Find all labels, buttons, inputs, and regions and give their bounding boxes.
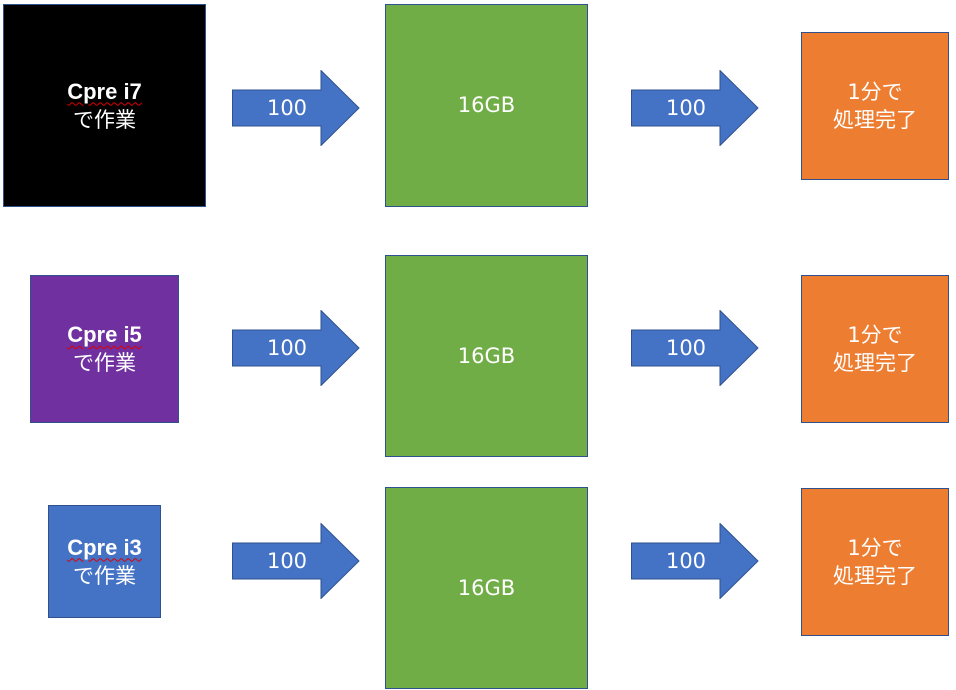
result-line-1: 1分で <box>847 80 903 104</box>
arrow-value: 100 <box>266 336 308 360</box>
result-line-1: 1分で <box>847 536 903 560</box>
right-arrow-icon <box>631 70 759 146</box>
memory-box: 16GB <box>385 487 588 689</box>
arrow-value: 100 <box>665 96 707 120</box>
arrow-cpu-to-memory: 100 <box>232 310 360 386</box>
right-arrow-icon <box>232 70 360 146</box>
result-box: 1分で 処理完了 <box>801 275 949 423</box>
cpu-box-i3: Cpre i3 で作業 <box>48 505 161 618</box>
result-line-1: 1分で <box>847 323 903 347</box>
memory-label: 16GB <box>457 344 516 368</box>
arrow-value: 100 <box>665 336 707 360</box>
right-arrow-icon <box>631 523 759 599</box>
cpu-box-i7: Cpre i7 で作業 <box>3 4 206 207</box>
result-line-2: 処理完了 <box>833 351 917 375</box>
result-line-2: 処理完了 <box>833 564 917 588</box>
arrow-value: 100 <box>266 549 308 573</box>
memory-label: 16GB <box>457 576 516 600</box>
cpu-name: Cpre i5 <box>67 322 142 347</box>
memory-box: 16GB <box>385 255 588 457</box>
right-arrow-icon <box>232 523 360 599</box>
cpu-subtitle: で作業 <box>73 107 136 132</box>
arrow-cpu-to-memory: 100 <box>232 523 360 599</box>
arrow-memory-to-result: 100 <box>631 70 759 146</box>
memory-box: 16GB <box>385 4 588 207</box>
result-box: 1分で 処理完了 <box>801 32 949 180</box>
memory-label: 16GB <box>457 92 516 117</box>
cpu-subtitle: で作業 <box>73 351 136 375</box>
right-arrow-icon <box>631 310 759 386</box>
result-box: 1分で 処理完了 <box>801 488 949 636</box>
result-line-2: 処理完了 <box>833 108 917 132</box>
arrow-memory-to-result: 100 <box>631 310 759 386</box>
cpu-box-i5: Cpre i5 で作業 <box>30 275 179 423</box>
arrow-memory-to-result: 100 <box>631 523 759 599</box>
cpu-name: Cpre i7 <box>67 78 142 104</box>
cpu-name: Cpre i3 <box>67 534 142 560</box>
arrow-value: 100 <box>665 549 707 573</box>
right-arrow-icon <box>232 310 360 386</box>
arrow-cpu-to-memory: 100 <box>232 70 360 146</box>
cpu-subtitle: で作業 <box>73 563 136 588</box>
arrow-value: 100 <box>266 96 308 120</box>
